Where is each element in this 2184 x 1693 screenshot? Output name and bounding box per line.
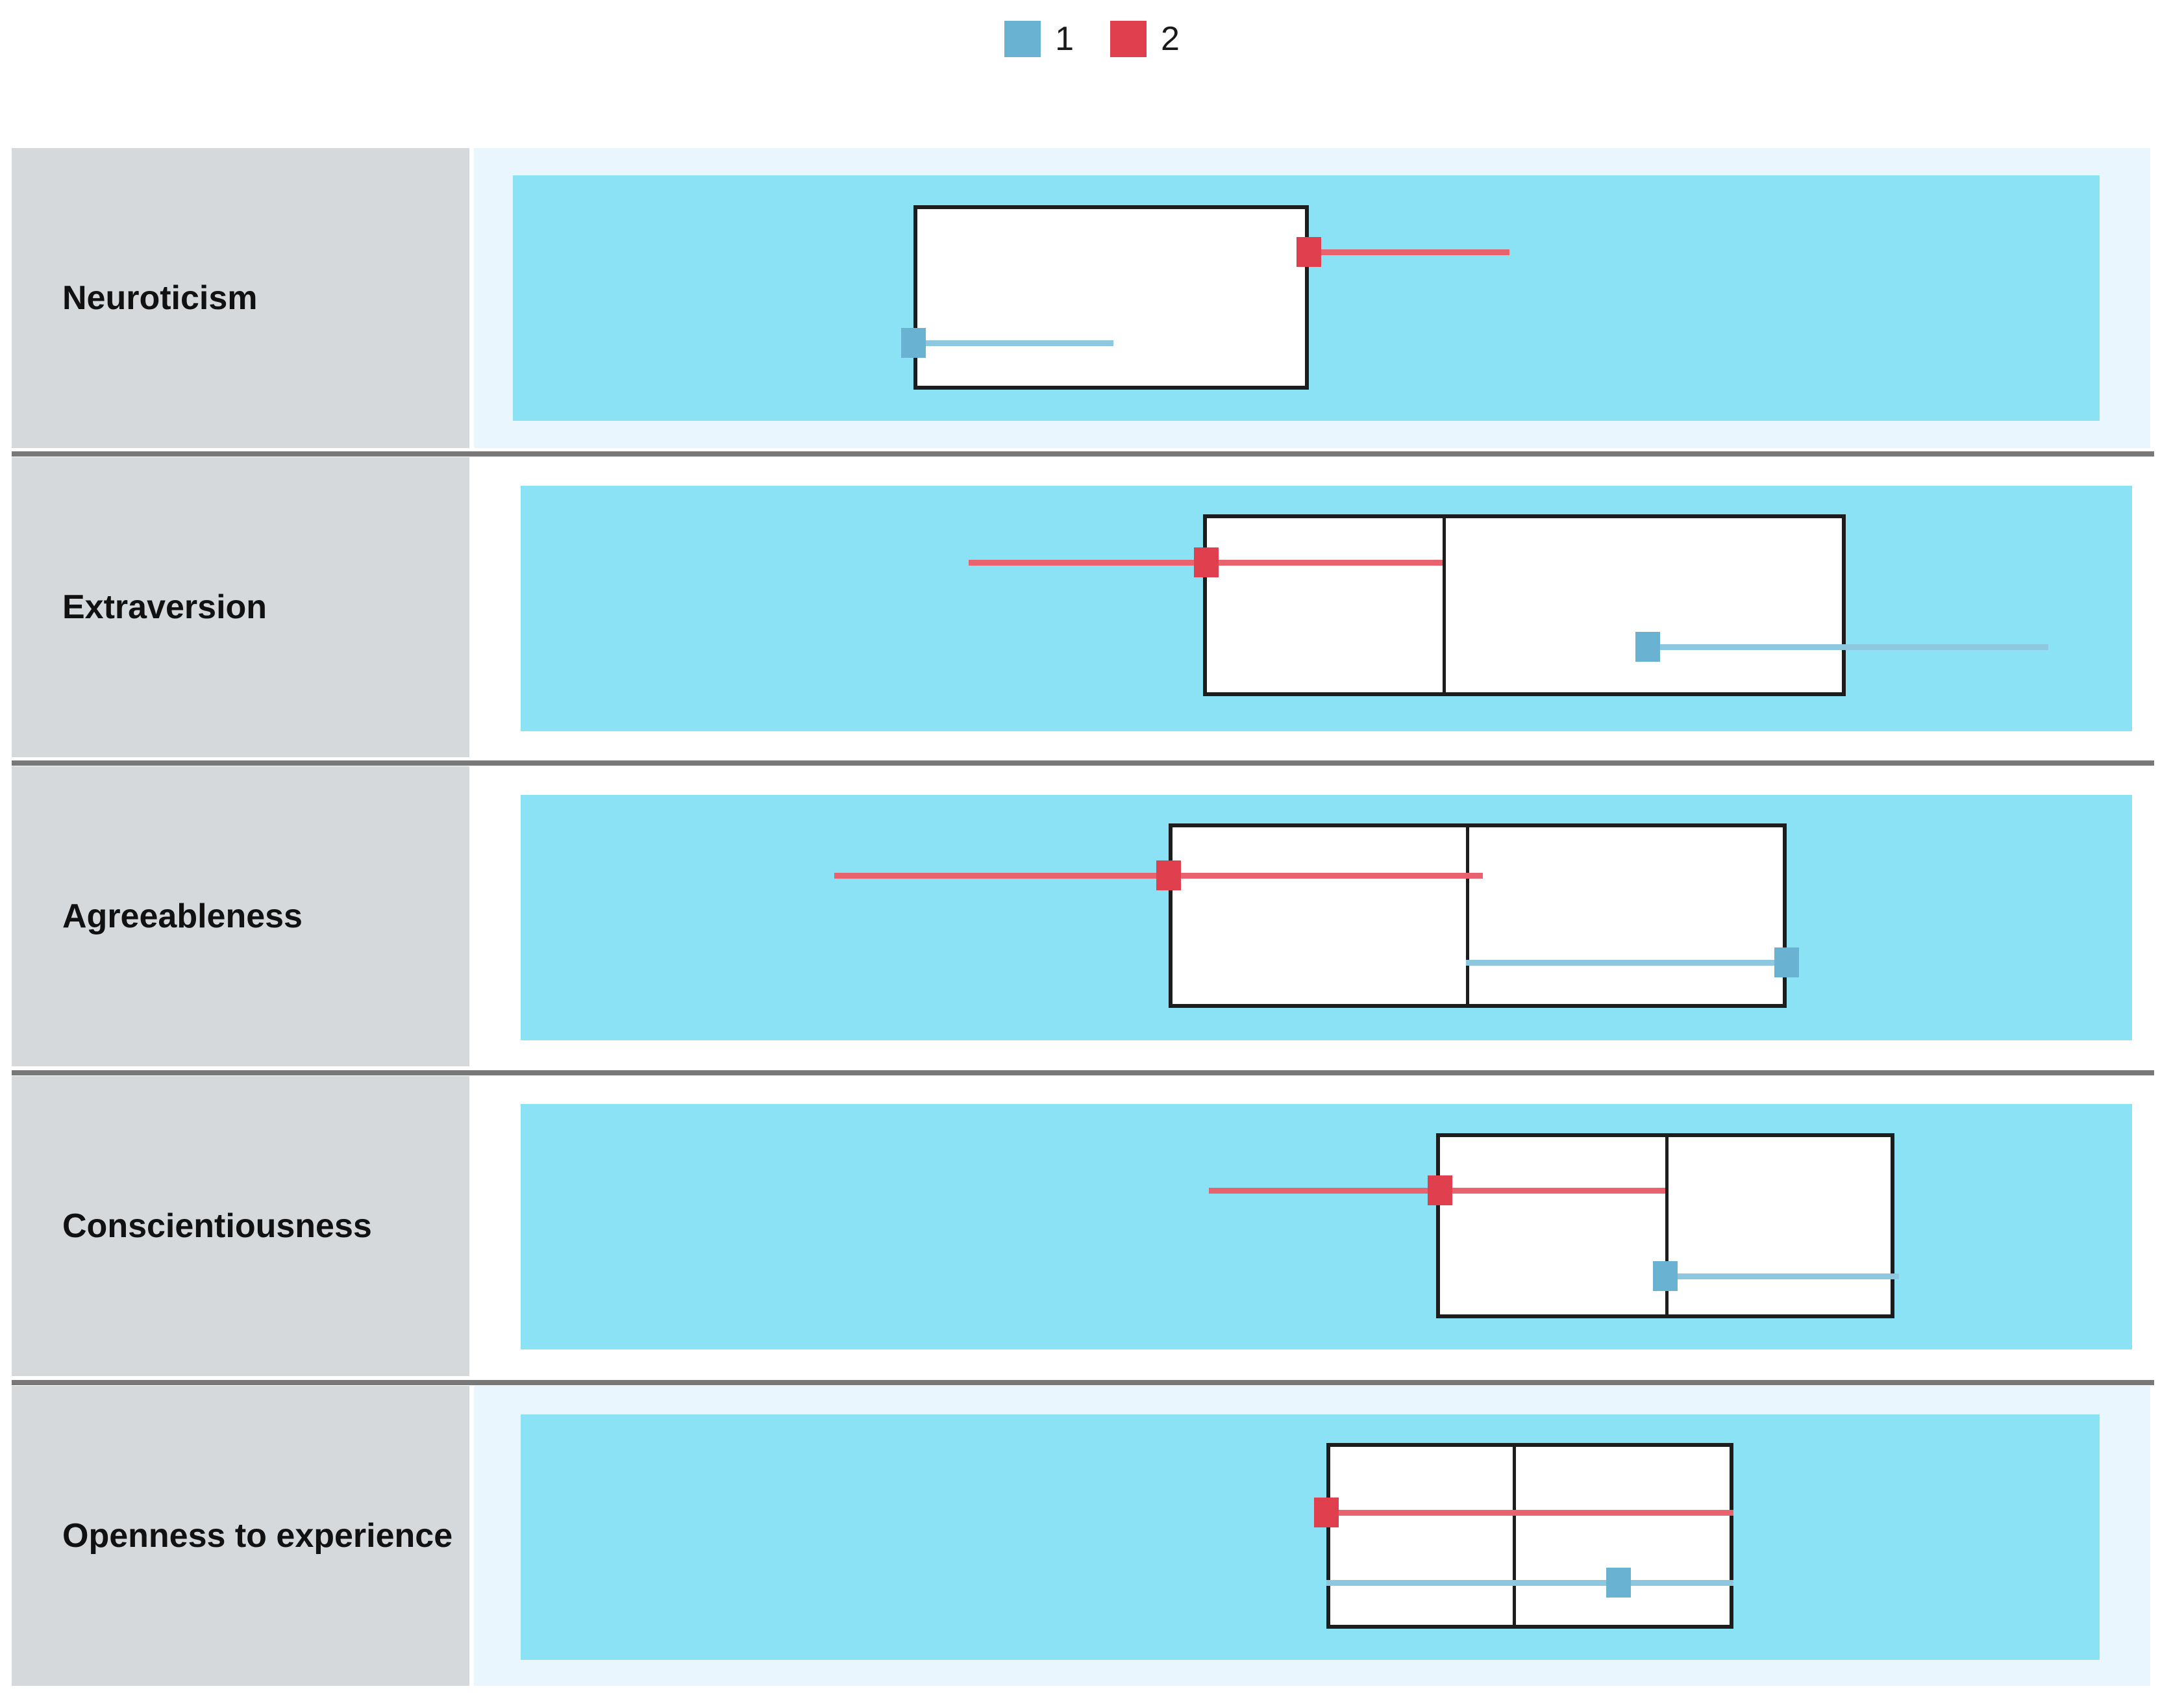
row-label-cell-1: Neuroticism bbox=[12, 148, 469, 448]
marker-series-1 bbox=[1653, 1261, 1678, 1291]
whisker-series-2 bbox=[1326, 1510, 1733, 1516]
row-label: Neuroticism bbox=[62, 279, 258, 317]
box-5 bbox=[1326, 1443, 1733, 1629]
legend-entry-1: 1 bbox=[1004, 21, 1074, 57]
marker-series-2 bbox=[1156, 860, 1181, 890]
row-label: Extraversion bbox=[62, 588, 267, 626]
legend-square-icon bbox=[1004, 21, 1041, 57]
marker-series-2 bbox=[1428, 1175, 1452, 1205]
row-label-cell-5: Openness to experience bbox=[12, 1386, 469, 1686]
row-separator-2 bbox=[12, 760, 2154, 766]
legend-label-2: 2 bbox=[1161, 20, 1180, 58]
marker-series-2 bbox=[1194, 547, 1219, 577]
row-label: Agreeableness bbox=[62, 897, 303, 935]
chart-row: Openness to experience bbox=[12, 1386, 2154, 1686]
whisker-series-1 bbox=[913, 340, 1113, 346]
row-label-cell-3: Agreeableness bbox=[12, 766, 469, 1066]
median-line bbox=[1665, 1133, 1669, 1318]
row-label: Conscientiousness bbox=[62, 1207, 372, 1245]
whisker-series-1 bbox=[1326, 1580, 1733, 1586]
row-separator-1 bbox=[12, 451, 2154, 457]
median-line bbox=[1466, 823, 1469, 1008]
legend-label-1: 1 bbox=[1055, 20, 1074, 58]
chart-row: Agreeableness bbox=[12, 766, 2154, 1066]
whisker-series-2 bbox=[1309, 249, 1509, 255]
row-label: Openness to experience bbox=[62, 1517, 453, 1555]
row-label-cell-4: Conscientiousness bbox=[12, 1076, 469, 1376]
marker-series-1 bbox=[1606, 1568, 1631, 1598]
box-1 bbox=[913, 205, 1309, 390]
marker-series-2 bbox=[1297, 237, 1321, 267]
box-3 bbox=[1169, 823, 1787, 1008]
marker-series-2 bbox=[1314, 1498, 1339, 1527]
legend-square-icon bbox=[1110, 21, 1147, 57]
whisker-series-1 bbox=[1665, 1273, 1899, 1279]
row-separator-4 bbox=[12, 1380, 2154, 1385]
median-line bbox=[1513, 1443, 1516, 1629]
whisker-series-1 bbox=[1648, 644, 2048, 650]
chart-legend: 1 2 bbox=[0, 0, 2184, 78]
marker-series-1 bbox=[1635, 632, 1660, 662]
marker-series-1 bbox=[1774, 947, 1799, 977]
legend-entry-2: 2 bbox=[1110, 21, 1180, 57]
whisker-series-1 bbox=[1466, 960, 1787, 966]
category-band bbox=[521, 1414, 2100, 1660]
row-label-cell-2: Extraversion bbox=[12, 457, 469, 757]
median-line bbox=[1443, 514, 1446, 696]
marker-series-1 bbox=[901, 328, 926, 358]
row-separator-3 bbox=[12, 1070, 2154, 1075]
box-2 bbox=[1203, 514, 1846, 696]
